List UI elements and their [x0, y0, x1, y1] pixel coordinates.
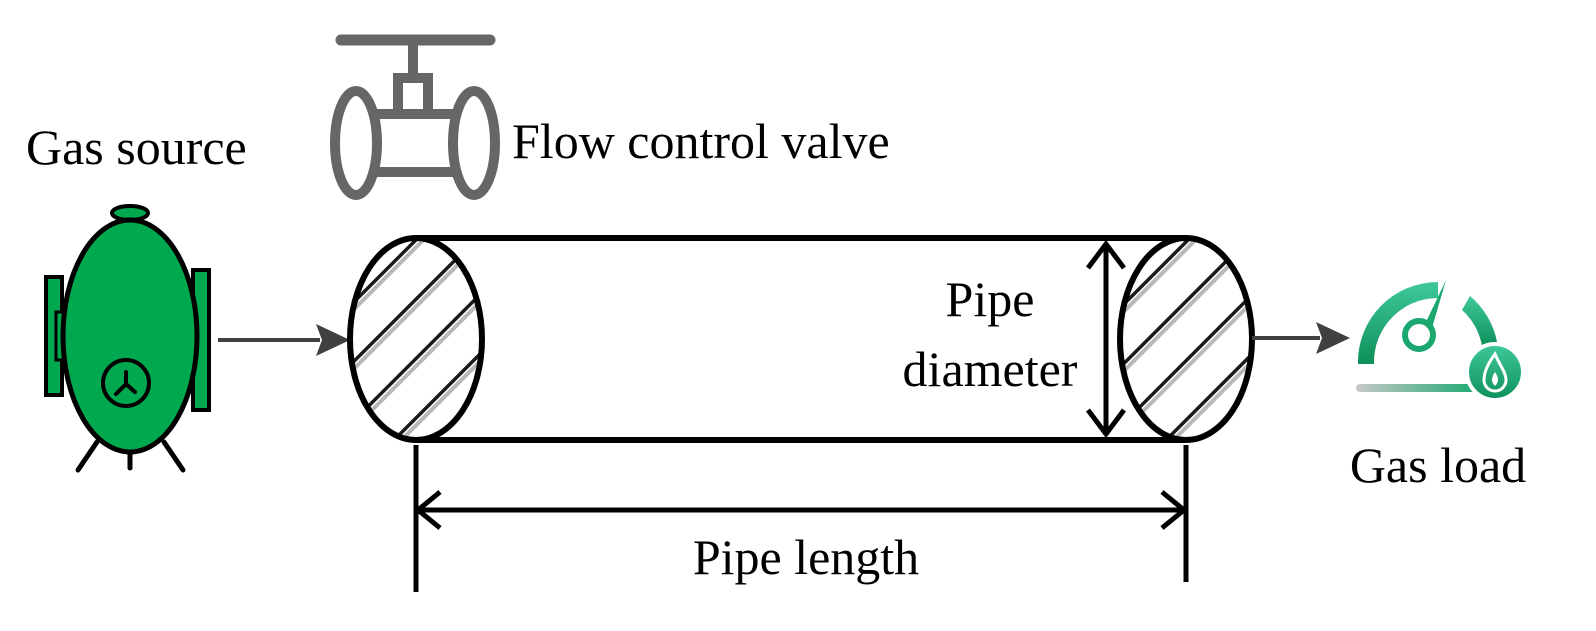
valve-icon — [330, 34, 500, 200]
pipe-diameter-label-line1: Pipe — [946, 271, 1035, 327]
outflow-arrow — [1252, 322, 1350, 354]
pipe-diameter-label-line2: diameter — [903, 341, 1078, 397]
pipe-outlet-face — [1117, 235, 1255, 443]
pipe-inlet-face — [347, 235, 485, 443]
length-dimension — [413, 445, 1189, 592]
flow-control-valve-label: Flow control valve — [512, 113, 890, 169]
gauge-flame-icon — [1356, 280, 1525, 402]
inflow-arrow — [218, 324, 350, 356]
gas-source-label: Gas source — [26, 119, 247, 175]
pipe-cylinder — [347, 235, 1255, 443]
gas-tank-icon — [44, 204, 211, 473]
pipe-length-label: Pipe length — [693, 529, 919, 585]
diameter-dimension — [1086, 239, 1126, 439]
gas-load-label: Gas load — [1350, 437, 1526, 493]
